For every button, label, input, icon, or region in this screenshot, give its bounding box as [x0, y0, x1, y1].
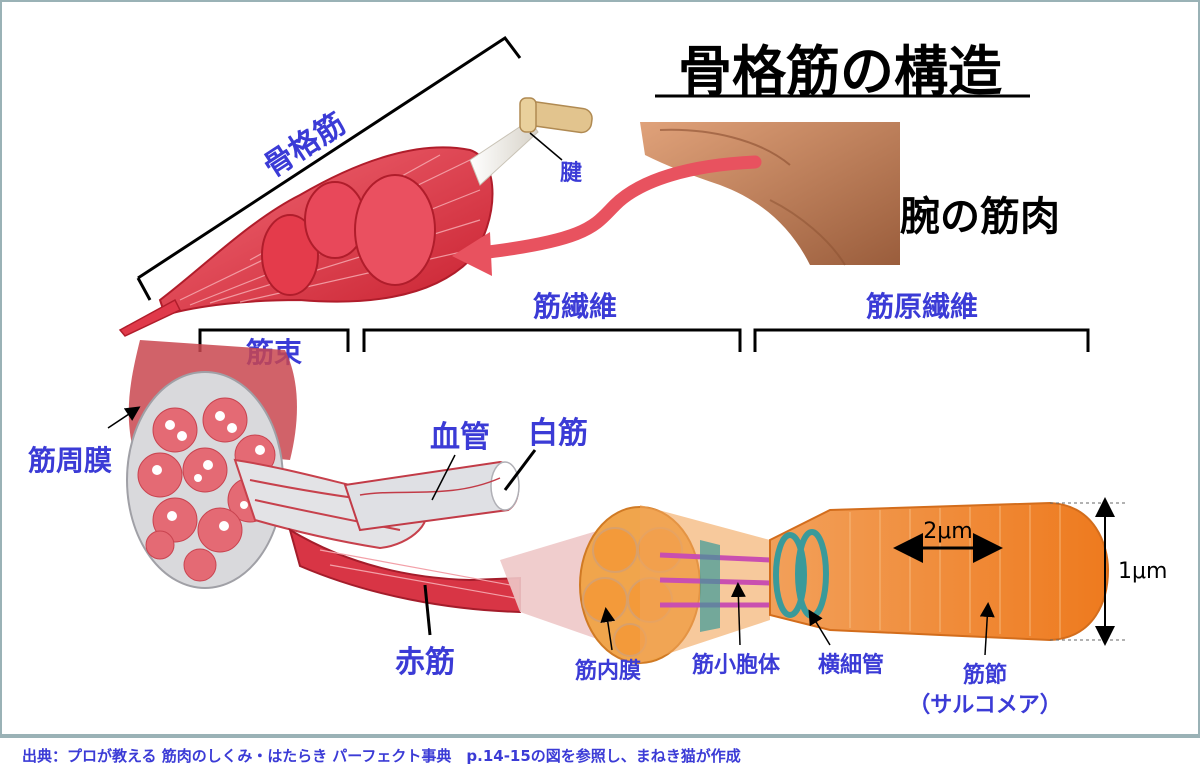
fascicle-cross-section: [126, 340, 428, 589]
skeletal-muscle-bracket: [136, 35, 522, 301]
label-perimysium: 筋周膜: [28, 444, 112, 477]
label-blood-vessel: 血管: [430, 420, 490, 455]
myofibril-cone: [769, 501, 1110, 642]
label-red-muscle: 赤筋: [395, 645, 455, 680]
label-dim-height: 1μm: [1118, 559, 1167, 584]
label-t-tubule: 横細管: [818, 652, 884, 678]
endomysium-pointer: [600, 607, 616, 651]
red-muscle-fiber: [288, 527, 521, 614]
arrow-head: [452, 232, 492, 276]
white-muscle-fiber: [343, 460, 520, 532]
source-footer: 出典：プロが教える 筋肉のしくみ・はたらき パーフェクト事典 p.14-15の図…: [0, 736, 1200, 775]
t-tubule-pointer: [808, 609, 831, 646]
bracket-fascicle: [198, 328, 350, 352]
arm-to-muscle-arrow: [473, 155, 762, 260]
bracket-myofibril: [753, 328, 1090, 352]
label-skeletal-muscle: 骨格筋: [257, 106, 352, 184]
blood-vessel-pointer: [431, 454, 456, 501]
label-arm-muscle: 腕の筋肉: [900, 194, 1060, 240]
label-myofibril: 筋原繊維: [866, 290, 978, 323]
sarcomere-pointer: [979, 602, 995, 656]
label-dim-width: 2μm: [923, 519, 972, 544]
frame-border: [0, 0, 1200, 736]
page-title: 骨格筋の構造: [678, 40, 1002, 103]
label-sarcomere: 筋節: [962, 662, 1007, 688]
label-sarcomere-alt: （サルコメア）: [908, 693, 1062, 718]
arm-photo: [640, 122, 900, 266]
skeletal-muscle-illustration: [118, 97, 593, 337]
tendon-pointer: [529, 132, 563, 161]
bracket-muscle-fiber: [362, 328, 742, 352]
label-white-muscle: 白筋: [528, 416, 588, 451]
sr-pointer: [730, 582, 746, 646]
white-muscle-pointer: [503, 449, 537, 491]
muscle-fiber-cylinder: [500, 505, 771, 664]
bone-icon: [519, 97, 593, 134]
label-muscle-fiber: 筋繊維: [533, 290, 617, 323]
label-sarcoplasmic-reticulum: 筋小胞体: [691, 652, 781, 678]
label-endomysium: 筋内膜: [574, 658, 641, 684]
label-tendon: 腱: [560, 161, 583, 186]
muscle-structure-diagram: 骨格筋の構造 骨格筋 腱 腕の筋肉 筋束: [0, 0, 1200, 736]
perimysium-pointer: [107, 406, 141, 429]
red-muscle-pointer: [423, 584, 432, 636]
